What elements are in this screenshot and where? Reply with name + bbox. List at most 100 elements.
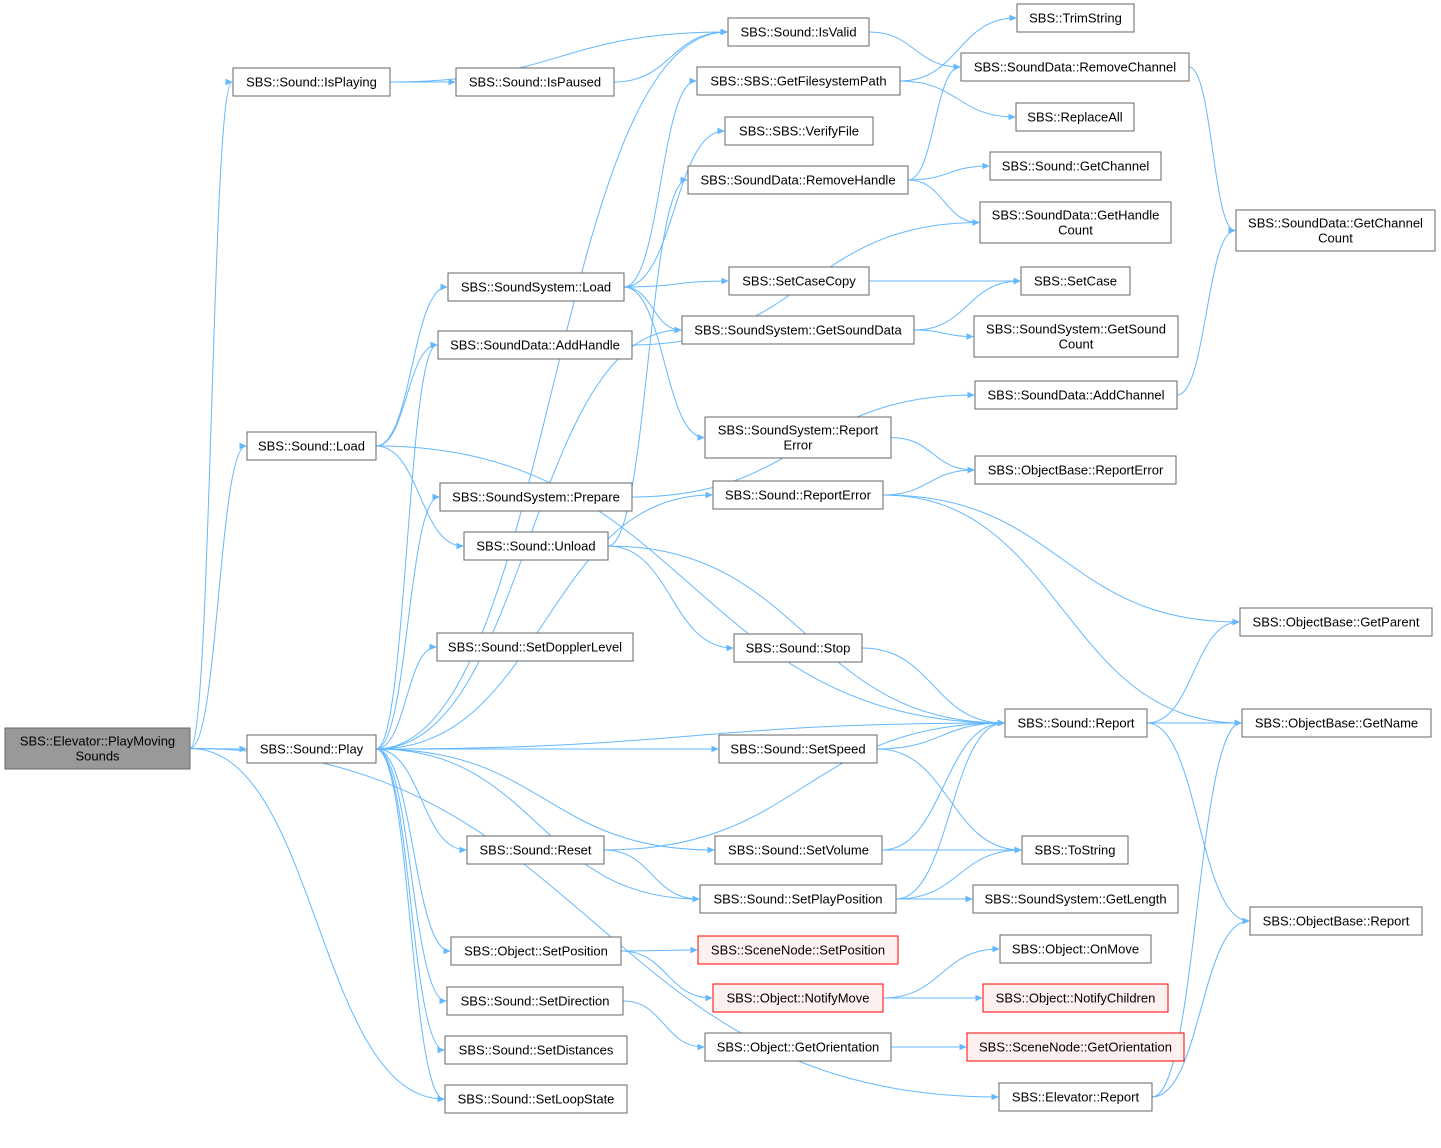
graph-node[interactable]: SBS::Sound::Reset bbox=[466, 835, 605, 865]
node-box[interactable] bbox=[447, 272, 625, 302]
graph-node[interactable]: SBS::Sound::Play bbox=[246, 734, 377, 764]
node-box[interactable] bbox=[697, 935, 899, 965]
graph-node[interactable]: SBS::Sound::SetDirection bbox=[446, 986, 624, 1016]
graph-node[interactable]: SBS::Object::SetPosition bbox=[450, 936, 622, 966]
node-box[interactable] bbox=[728, 266, 870, 296]
graph-node[interactable]: SBS::Sound::ReportError bbox=[712, 480, 884, 510]
node-box[interactable] bbox=[718, 734, 878, 764]
graph-node[interactable]: SBS::TrimString bbox=[1016, 3, 1135, 33]
node-box[interactable] bbox=[246, 734, 377, 764]
graph-node[interactable]: SBS::Object::NotifyChildren bbox=[982, 983, 1169, 1013]
node-box[interactable] bbox=[1020, 266, 1131, 296]
graph-node[interactable]: SBS::Sound::SetPlayPosition bbox=[699, 884, 897, 914]
graph-node[interactable]: SBS::Sound::SetSpeed bbox=[718, 734, 878, 764]
graph-node[interactable]: SBS::Sound::Unload bbox=[463, 531, 609, 561]
node-box[interactable] bbox=[444, 1035, 628, 1065]
graph-node[interactable]: SBS::Sound::Stop bbox=[733, 633, 863, 663]
graph-node[interactable]: SBS::ReplaceAll bbox=[1015, 102, 1135, 132]
node-box[interactable] bbox=[733, 633, 863, 663]
graph-node[interactable]: SBS::ObjectBase::GetName bbox=[1241, 708, 1432, 738]
graph-node[interactable]: SBS::Sound::GetChannel bbox=[989, 151, 1162, 181]
node-box[interactable] bbox=[436, 632, 634, 662]
node-box[interactable] bbox=[439, 482, 633, 512]
node-box[interactable] bbox=[973, 315, 1179, 358]
node-box[interactable] bbox=[1235, 209, 1436, 252]
node-box[interactable] bbox=[1021, 835, 1129, 865]
graph-node[interactable]: SBS::SoundData::AddChannel bbox=[974, 380, 1178, 410]
node-box[interactable] bbox=[998, 1082, 1153, 1112]
graph-node[interactable]: SBS::Sound::SetDistances bbox=[444, 1035, 628, 1065]
graph-node[interactable]: SBS::SoundData::RemoveHandle bbox=[687, 165, 909, 195]
graph-node[interactable]: SBS::Object::GetOrientation bbox=[704, 1032, 892, 1062]
node-box[interactable] bbox=[704, 416, 892, 459]
node-box[interactable] bbox=[974, 380, 1178, 410]
node-box[interactable] bbox=[714, 835, 883, 865]
graph-node[interactable]: SBS::SceneNode::GetOrientation bbox=[966, 1032, 1185, 1062]
graph-node[interactable]: SBS::SetCaseCopy bbox=[728, 266, 870, 296]
graph-node[interactable]: SBS::ObjectBase::GetParent bbox=[1239, 607, 1433, 637]
node-box[interactable] bbox=[446, 986, 624, 1016]
graph-node[interactable]: SBS::SoundData::RemoveChannel bbox=[960, 52, 1190, 82]
node-box[interactable] bbox=[712, 983, 884, 1013]
node-box[interactable] bbox=[960, 52, 1190, 82]
graph-node[interactable]: SBS::Sound::SetLoopState bbox=[444, 1084, 628, 1114]
graph-node[interactable]: SBS::Sound::Report bbox=[1004, 708, 1148, 738]
node-box[interactable] bbox=[966, 1032, 1185, 1062]
graph-node[interactable]: SBS::SceneNode::SetPosition bbox=[697, 935, 899, 965]
node-box[interactable] bbox=[696, 66, 901, 96]
node-box[interactable] bbox=[463, 531, 609, 561]
node-box[interactable] bbox=[455, 67, 615, 97]
node-box[interactable] bbox=[466, 835, 605, 865]
node-box[interactable] bbox=[724, 116, 874, 146]
node-box[interactable] bbox=[1015, 102, 1135, 132]
node-box[interactable] bbox=[246, 431, 377, 461]
graph-node[interactable]: SBS::Sound::Load bbox=[246, 431, 377, 461]
graph-node[interactable]: SBS::Elevator::Report bbox=[998, 1082, 1153, 1112]
graph-node[interactable]: SBS::Sound::SetVolume bbox=[714, 835, 883, 865]
node-box[interactable] bbox=[974, 455, 1177, 485]
graph-node[interactable]: SBS::SoundSystem::Load bbox=[447, 272, 625, 302]
node-box[interactable] bbox=[232, 67, 391, 97]
node-box[interactable] bbox=[437, 330, 633, 360]
graph-node[interactable]: SBS::Object::OnMove bbox=[999, 934, 1152, 964]
node-box[interactable] bbox=[712, 480, 884, 510]
graph-node[interactable]: SBS::Sound::IsPlaying bbox=[232, 67, 391, 97]
node-box[interactable] bbox=[1016, 3, 1135, 33]
node-box[interactable] bbox=[979, 201, 1172, 244]
graph-node[interactable]: SBS::SoundSystem::Prepare bbox=[439, 482, 633, 512]
node-box[interactable] bbox=[704, 1032, 892, 1062]
graph-node[interactable]: SBS::SBS::GetFilesystemPath bbox=[696, 66, 901, 96]
graph-node[interactable]: SBS::SetCase bbox=[1020, 266, 1131, 296]
graph-node[interactable]: SBS::Object::NotifyMove bbox=[712, 983, 884, 1013]
node-box[interactable] bbox=[699, 884, 897, 914]
graph-node[interactable]: SBS::ToString bbox=[1021, 835, 1129, 865]
node-box[interactable] bbox=[4, 727, 191, 770]
node-box[interactable] bbox=[450, 936, 622, 966]
node-box[interactable] bbox=[727, 17, 870, 47]
node-box[interactable] bbox=[1239, 607, 1433, 637]
graph-node[interactable]: SBS::Sound::IsPaused bbox=[455, 67, 615, 97]
graph-node[interactable]: SBS::ObjectBase::ReportError bbox=[974, 455, 1177, 485]
node-box[interactable] bbox=[982, 983, 1169, 1013]
graph-node[interactable]: SBS::SoundData::AddHandle bbox=[437, 330, 633, 360]
node-box[interactable] bbox=[1004, 708, 1148, 738]
node-box[interactable] bbox=[1241, 708, 1432, 738]
node-box[interactable] bbox=[444, 1084, 628, 1114]
node-box[interactable] bbox=[999, 934, 1152, 964]
graph-node[interactable]: SBS::SBS::VerifyFile bbox=[724, 116, 874, 146]
node-box[interactable] bbox=[989, 151, 1162, 181]
node-box[interactable] bbox=[681, 315, 915, 345]
graph-node[interactable]: SBS::Sound::SetDopplerLevel bbox=[436, 632, 634, 662]
node-box[interactable] bbox=[687, 165, 909, 195]
node-box[interactable] bbox=[972, 884, 1179, 914]
graph-node[interactable]: SBS::ObjectBase::Report bbox=[1249, 906, 1423, 936]
graph-node[interactable]: SBS::Sound::IsValid bbox=[727, 17, 870, 47]
graph-node[interactable]: SBS::SoundSystem::ReportError bbox=[704, 416, 892, 459]
graph-node[interactable]: SBS::SoundSystem::GetSoundData bbox=[681, 315, 915, 345]
node-box[interactable] bbox=[1249, 906, 1423, 936]
graph-node[interactable]: SBS::SoundSystem::GetLength bbox=[972, 884, 1179, 914]
